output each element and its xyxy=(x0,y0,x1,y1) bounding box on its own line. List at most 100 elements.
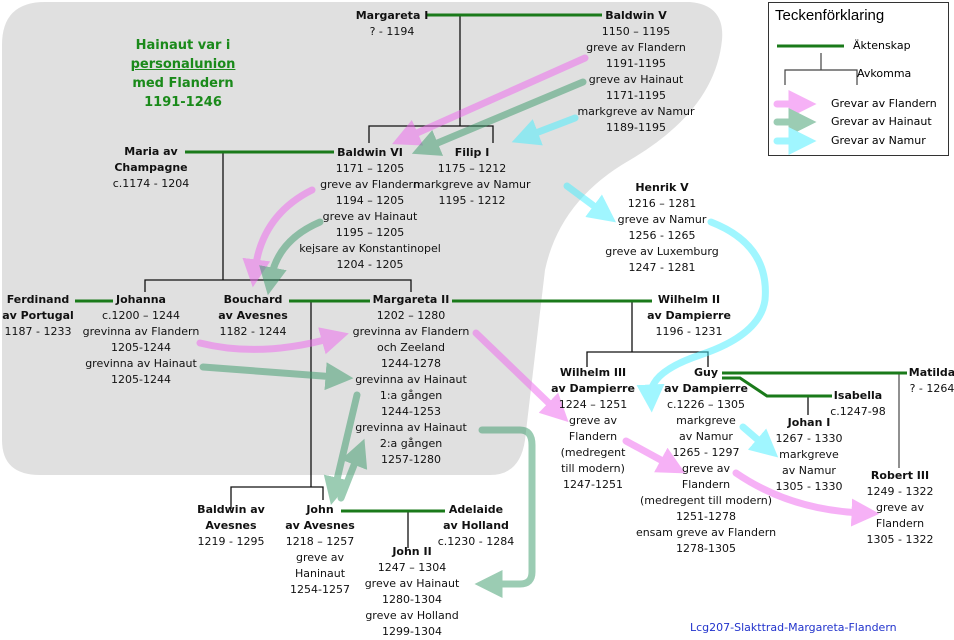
person-detail: c.1230 - 1284 xyxy=(437,535,515,548)
note-line: 1191-1246 xyxy=(144,95,222,110)
person-detail: 1189-1195 xyxy=(606,121,666,134)
person-detail: greve av Flandern xyxy=(586,41,686,54)
legend-offspring: Avkomma xyxy=(857,67,912,80)
person-detail: grevinna av Hainaut xyxy=(355,373,467,386)
person-detail: 1267 - 1330 xyxy=(775,432,843,445)
person-name: Isabella xyxy=(833,389,883,402)
person-detail: greve av Hainaut xyxy=(322,210,418,223)
person-detail: 1244-1278 xyxy=(381,357,441,370)
person-baldwin5: Baldwin V 1150 – 1195 greve av Flandern 119… xyxy=(577,8,694,136)
person-detail: (medregent xyxy=(560,446,626,459)
person-baldwinAvesnes: Baldwin av Avesnes 1219 - 1295 xyxy=(197,502,265,550)
person-detail: 1196 - 1231 xyxy=(655,325,723,338)
person-detail: och Zeeland xyxy=(376,341,446,354)
person-name: John xyxy=(306,503,334,516)
person-detail: 1219 - 1295 xyxy=(197,535,265,548)
legend-symbols xyxy=(773,44,858,155)
personal-union-note: Hainaut var i personalunion med Flandern… xyxy=(131,36,236,112)
namur-arrows xyxy=(511,114,779,458)
person-name: Adelaide xyxy=(448,503,504,516)
offspring-lines xyxy=(144,15,900,548)
person-detail: 1251-1278 xyxy=(676,510,736,523)
person-detail: grevinna av Flandern xyxy=(82,325,200,338)
person-detail: c.1247-98 xyxy=(830,405,886,418)
person-detail: av Namur xyxy=(679,430,733,443)
person-detail: 1171-1195 xyxy=(606,89,666,102)
person-detail: c.1226 – 1305 xyxy=(666,398,746,411)
person-detail: 1205-1244 xyxy=(111,341,171,354)
person-name: Avesnes xyxy=(205,519,257,532)
note-line: personalunion xyxy=(130,57,236,72)
person-detail: 1191-1195 xyxy=(606,57,666,70)
legend-hainaut: Grevar av Hainaut xyxy=(831,115,932,128)
person-name: Filip I xyxy=(454,146,490,159)
person-detail: markgreve xyxy=(676,414,736,427)
person-name: av Dampierre xyxy=(647,309,731,322)
person-name: Baldwin av xyxy=(197,503,265,516)
person-detail: 1182 - 1244 xyxy=(219,325,287,338)
person-detail: ? - 1264 xyxy=(909,382,954,395)
person-name: Margareta II xyxy=(372,293,450,306)
legend: Teckenförklaring Äktenskap Avkomma Greva… xyxy=(768,2,949,156)
person-detail: 1202 – 1280 xyxy=(376,309,446,322)
person-detail: greve av Hainaut xyxy=(588,73,684,86)
person-detail: (medregent till modern) xyxy=(639,494,773,507)
person-detail: till modern) xyxy=(561,462,625,475)
person-detail: 1150 – 1195 xyxy=(601,25,671,38)
person-detail: 1256 - 1265 xyxy=(628,229,696,242)
legend-namur: Grevar av Namur xyxy=(831,134,926,147)
person-name: Wilhelm III xyxy=(559,366,627,379)
person-detail: 1247 – 1304 xyxy=(377,561,447,574)
person-detail: 1249 - 1322 xyxy=(866,485,934,498)
person-detail: 1175 – 1212 xyxy=(437,162,507,175)
person-detail: c.1174 - 1204 xyxy=(112,177,190,190)
person-detail: Flandern xyxy=(681,478,731,491)
note-line: med Flandern xyxy=(132,76,234,91)
legend-flandern: Grevar av Flandern xyxy=(831,97,937,110)
person-detail: av Namur xyxy=(782,464,836,477)
person-name: Baldwin VI xyxy=(337,146,403,159)
person-matilda: Matilda ? - 1264 xyxy=(909,365,954,397)
person-name: Champagne xyxy=(114,161,188,174)
person-name: av Avesnes xyxy=(285,519,355,532)
person-detail: greve av Hainaut xyxy=(364,577,460,590)
person-detail: markgreve xyxy=(779,448,839,461)
person-detail: Flandern xyxy=(875,517,925,530)
person-detail: kejsare av Konstantinopel xyxy=(299,242,441,255)
person-detail: 1187 - 1233 xyxy=(4,325,72,338)
person-detail: greve av Flandern xyxy=(320,178,420,191)
image-caption: Lcg207-Slakttrad-Margareta-Flandern xyxy=(690,621,897,634)
person-margareta1: Margareta I? - 1194 xyxy=(356,8,429,40)
person-name: av Dampierre xyxy=(551,382,635,395)
person-detail: 2:a gången xyxy=(379,437,443,450)
person-detail: Haninaut xyxy=(294,567,346,580)
person-detail: 1216 – 1281 xyxy=(627,197,697,210)
person-detail: greve av Namur xyxy=(617,213,707,226)
person-detail: greve av xyxy=(295,551,345,564)
person-detail: 1265 - 1297 xyxy=(672,446,740,459)
person-name: Matilda xyxy=(908,366,954,379)
note-line: Hainaut var i xyxy=(135,38,231,53)
person-name: Baldwin V xyxy=(605,9,667,22)
person-detail: 1195 – 1205 xyxy=(335,226,405,239)
person-detail: 1247 - 1281 xyxy=(628,261,696,274)
person-detail: 1195 - 1212 xyxy=(438,194,506,207)
person-detail: 1254-1257 xyxy=(290,583,350,596)
person-detail: 1305 - 1322 xyxy=(866,533,934,546)
person-detail: 1171 – 1205 xyxy=(335,162,405,175)
person-detail: greve av xyxy=(681,462,731,475)
person-name: Margareta I xyxy=(355,9,429,22)
person-detail: 1247-1251 xyxy=(563,478,623,491)
person-detail: 1205-1244 xyxy=(111,373,171,386)
